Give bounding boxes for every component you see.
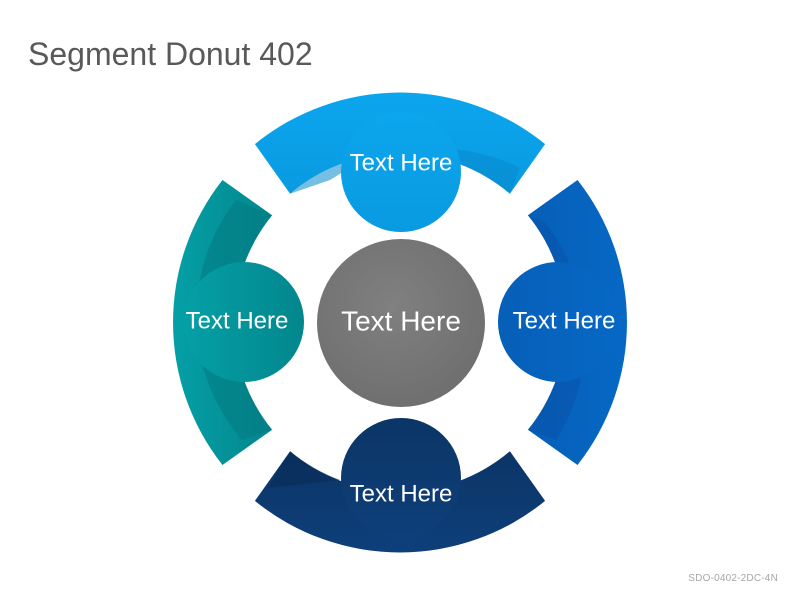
segment-left[interactable]: Text Here [173,180,304,465]
segment-right-label: Text Here [513,307,616,334]
segment-left-label: Text Here [186,307,289,334]
segment-right-bump [498,262,618,382]
segment-bottom-arc-shade [268,451,340,488]
segment-bottom-bump [341,418,461,538]
slide-code: SDO-0402-2DC-4N [688,573,778,584]
slide-title: Segment Donut 402 [28,36,313,72]
segment-top-bump [341,112,461,232]
segment-top-label: Text Here [350,149,453,176]
segment-right[interactable]: Text Here [498,180,627,465]
segment-bottom-label: Text Here [350,480,453,507]
segment-left-arc-shade [196,200,273,440]
center-label: Text Here [341,305,461,336]
segment-bottom[interactable]: Text Here [254,418,546,553]
center-circle [317,239,485,407]
segment-top-arc-shade [290,148,520,194]
segment-top[interactable]: Text Here [254,92,546,232]
segment-left-bump [184,262,304,382]
center-node[interactable]: Text Here [317,239,485,407]
